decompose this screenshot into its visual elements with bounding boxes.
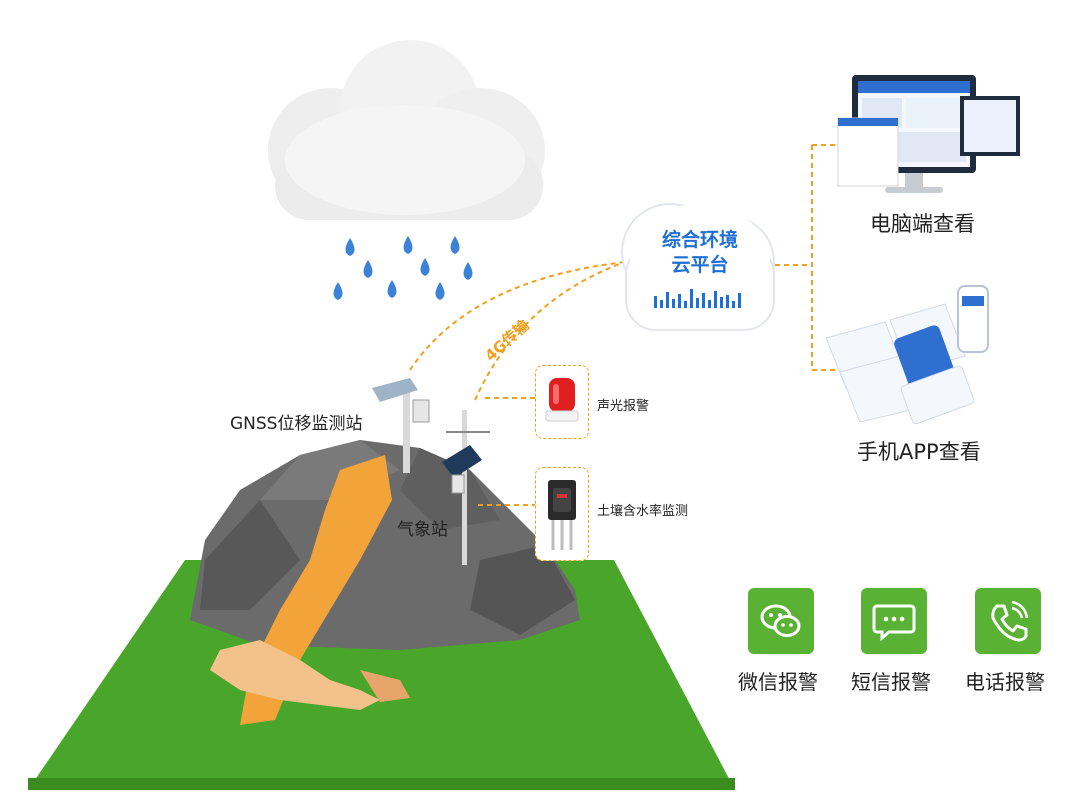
cloud-platform-line2: 云平台	[671, 254, 729, 276]
phone-alert-label: 电话报警	[965, 670, 1045, 694]
soil-sensor-icon	[548, 480, 576, 550]
cloud-platform-line1: 综合环境	[661, 229, 738, 251]
pc-view-label: 电脑端查看	[870, 212, 975, 236]
alarm-device-label: 声光报警	[597, 399, 650, 414]
alarm-light-icon	[545, 378, 579, 422]
sms-alert-label: 短信报警	[851, 670, 931, 694]
grass-ground-edge	[28, 778, 735, 790]
soil-sensor-box	[535, 467, 589, 561]
connection-lines	[409, 144, 840, 506]
weather-station-label: 气象站	[397, 520, 448, 540]
sms-alert-tile	[861, 588, 927, 654]
signal-bars	[654, 289, 741, 308]
weather-uplink	[474, 261, 626, 401]
platform-cloud	[621, 203, 775, 331]
mobile-view-label: 手机APP查看	[857, 440, 981, 464]
wechat-alert-label: 微信报警	[738, 670, 818, 694]
sms-icon	[872, 604, 916, 642]
wechat-icon	[760, 604, 801, 637]
cloud-platform-label: 综合环境 云平台	[640, 228, 760, 278]
landslide-flow	[210, 455, 410, 725]
rain-cloud	[268, 40, 545, 220]
alarm-device-box	[535, 365, 589, 439]
mobile-app-icon	[825, 285, 989, 425]
pc-monitor-icon	[837, 75, 1020, 193]
soil-sensor-label: 土壤含水率监测	[597, 504, 689, 519]
gnss-station	[372, 378, 430, 473]
phone-icon	[991, 600, 1029, 642]
gnss-uplink	[409, 261, 626, 371]
phone-alert-tile	[975, 588, 1041, 654]
raindrops	[333, 236, 473, 300]
wechat-alert-tile	[748, 588, 814, 654]
weather-station	[442, 410, 490, 565]
gnss-station-label: GNSS位移监测站	[230, 414, 363, 434]
